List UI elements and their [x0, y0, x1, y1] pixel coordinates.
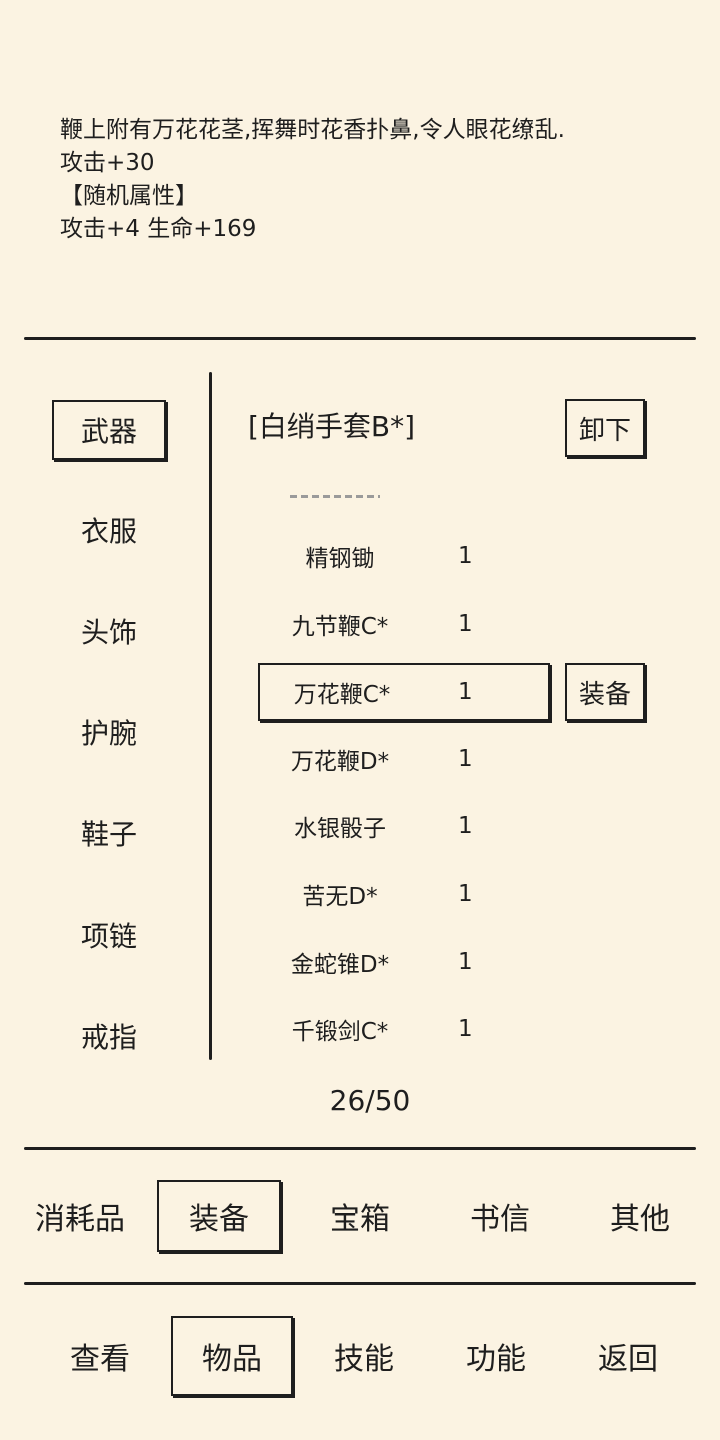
description-line: 攻击+30: [60, 150, 155, 176]
description-line: 鞭上附有万花花茎,挥舞时花香扑鼻,令人眼花缭乱.: [60, 117, 565, 143]
page-indicator: 26/50: [329, 1084, 411, 1117]
item-description: 鞭上附有万花花茎,挥舞时花香扑鼻,令人眼花缭乱. 攻击+30 【随机属性】 攻击…: [60, 114, 680, 246]
item-quantity: 1: [458, 949, 473, 975]
list-item[interactable]: 水银骰子 1: [258, 797, 550, 855]
item-name: 精钢锄: [305, 546, 375, 572]
equipped-item-name: [白绡手套B*]: [248, 410, 416, 443]
category-ring[interactable]: 戒指: [80, 1021, 137, 1054]
list-item[interactable]: 苦无D* 1: [258, 865, 550, 923]
equip-button[interactable]: 装备: [565, 663, 645, 721]
tab-view[interactable]: 查看: [70, 1342, 130, 1377]
list-item[interactable]: 精钢锄 1: [258, 527, 550, 585]
tab-functions[interactable]: 功能: [466, 1342, 526, 1377]
item-name: 金蛇锥D*: [290, 952, 390, 978]
item-quantity: 1: [458, 611, 473, 637]
tab-skills[interactable]: 技能: [334, 1342, 394, 1377]
item-name: 千锻剑C*: [291, 1019, 389, 1045]
tab-chests[interactable]: 宝箱: [330, 1202, 390, 1237]
category-weapon[interactable]: 武器: [52, 400, 166, 460]
list-item[interactable]: 千锻剑C* 1: [258, 1000, 550, 1058]
list-item-selected[interactable]: 万花鞭C* 1: [258, 663, 550, 721]
category-headwear[interactable]: 头饰: [80, 616, 137, 649]
item-quantity: 1: [458, 679, 473, 705]
tab-items[interactable]: 物品: [171, 1316, 293, 1396]
list-item[interactable]: 金蛇锥D* 1: [258, 933, 550, 991]
item-name: 万花鞭C*: [293, 682, 391, 708]
item-quantity: 1: [458, 881, 473, 907]
item-name: 九节鞭C*: [291, 614, 389, 640]
divider: [24, 337, 696, 340]
category-shoes[interactable]: 鞋子: [80, 818, 137, 851]
tab-letters[interactable]: 书信: [470, 1202, 530, 1237]
list-item[interactable]: 万花鞭D* 1: [258, 730, 550, 788]
item-name: 万花鞭D*: [290, 749, 390, 775]
unequip-button[interactable]: 卸下: [565, 399, 645, 457]
description-line: 【随机属性】: [60, 183, 198, 209]
divider: [24, 1147, 696, 1150]
item-quantity: 1: [458, 813, 473, 839]
item-quantity: 1: [458, 746, 473, 772]
item-quantity: 1: [458, 1016, 473, 1042]
item-name: 苦无D*: [302, 884, 378, 910]
item-name: 水银骰子: [294, 816, 386, 842]
tab-back[interactable]: 返回: [598, 1342, 658, 1377]
category-clothes[interactable]: 衣服: [80, 515, 137, 548]
sidebar-divider: [209, 372, 212, 1060]
tab-equipment[interactable]: 装备: [157, 1180, 281, 1252]
description-line: 攻击+4 生命+169: [60, 216, 257, 242]
tab-consumables[interactable]: 消耗品: [35, 1202, 125, 1237]
category-necklace[interactable]: 项链: [80, 920, 137, 953]
category-bracer[interactable]: 护腕: [80, 717, 137, 750]
list-scroll-fade: [290, 492, 380, 500]
divider: [24, 1282, 696, 1285]
item-quantity: 1: [458, 543, 473, 569]
tab-others[interactable]: 其他: [610, 1202, 670, 1237]
list-item[interactable]: 九节鞭C* 1: [258, 595, 550, 653]
